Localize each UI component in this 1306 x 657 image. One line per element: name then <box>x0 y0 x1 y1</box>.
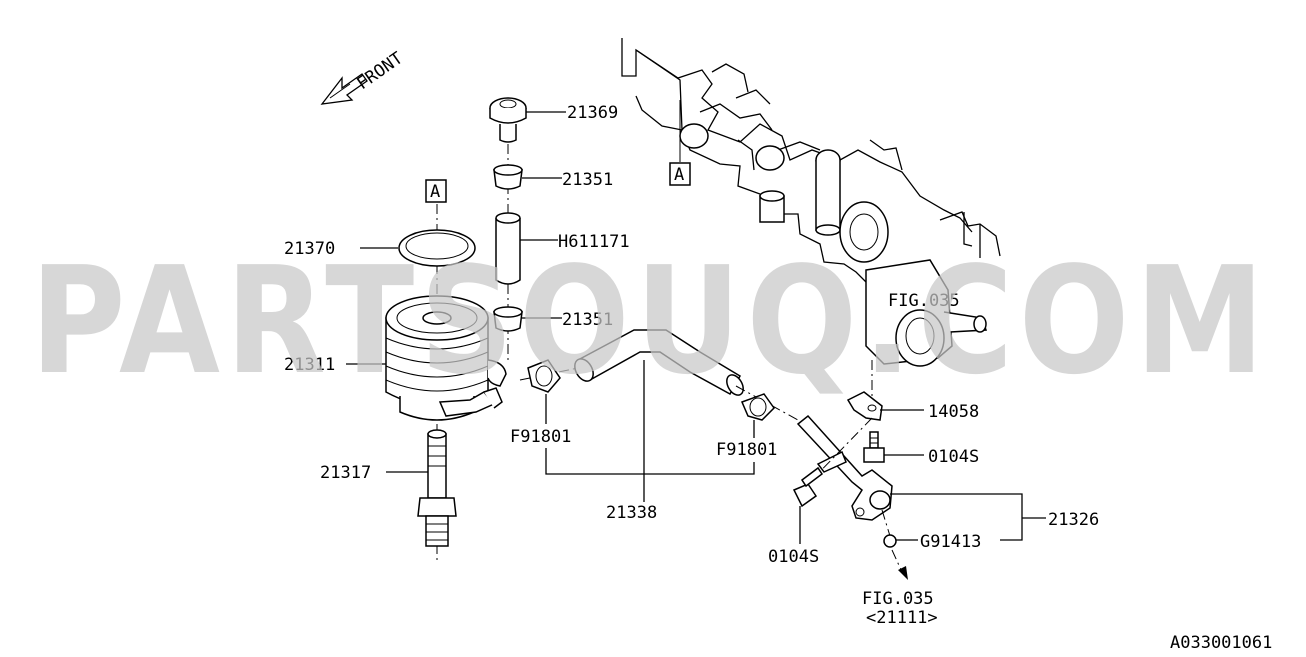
fig-ref-top-label: FIG.035 <box>888 291 960 311</box>
label-g91413: G91413 <box>920 532 981 552</box>
fig-ref-bottom-label: FIG.035 <box>862 589 934 609</box>
label-0104s-bottom: 0104S <box>768 547 819 567</box>
oil-cooler-21311 <box>385 295 507 421</box>
label-f91801-left: F91801 <box>510 427 571 447</box>
bolt-0104s-right <box>863 431 885 463</box>
hose-h611171 <box>495 212 521 285</box>
connector-21317 <box>417 429 457 547</box>
label-14058: 14058 <box>928 402 979 422</box>
bracket-21338 <box>545 448 755 475</box>
label-21370: 21370 <box>284 239 335 259</box>
clamp-f91801-left <box>527 359 561 393</box>
front-label: FRONT <box>353 48 406 94</box>
clamp-21351-top <box>493 164 523 190</box>
fig-ref-bottom-line <box>891 549 903 573</box>
watermark: PARTSOUQ.COM <box>30 235 1270 407</box>
label-f91801-right: F91801 <box>716 440 777 460</box>
gasket-g91413 <box>883 534 897 548</box>
fig-ref-bottom-arrow-icon <box>898 566 908 580</box>
bolt-0104s-bottom <box>792 466 824 508</box>
ref-box-cooler <box>425 179 447 203</box>
plug-21369 <box>489 97 527 143</box>
fig-ref-bottom-sub-label: <21111> <box>866 608 938 628</box>
label-21338: 21338 <box>606 503 657 523</box>
engine-block-drawing <box>621 38 1001 287</box>
label-21351-top: 21351 <box>562 170 613 190</box>
label-0104s-right: 0104S <box>928 447 979 467</box>
hose-21338 <box>574 329 744 396</box>
oil-filter-housing-drawing <box>839 201 988 404</box>
ref-box-engine <box>669 162 691 186</box>
label-h611171: H611171 <box>558 232 630 252</box>
gasket-centerline <box>881 509 891 537</box>
label-21369: 21369 <box>567 103 618 123</box>
label-21326: 21326 <box>1048 510 1099 530</box>
diagram-id: A033001061 <box>1170 633 1272 653</box>
label-21351-bottom: 21351 <box>562 310 613 330</box>
front-arrow-icon <box>320 73 368 105</box>
o-ring-21370 <box>398 229 476 267</box>
clamp-21351-bottom <box>493 306 523 332</box>
label-21317: 21317 <box>320 463 371 483</box>
label-21311: 21311 <box>284 355 335 375</box>
bracket-21326 <box>890 493 1023 541</box>
ref-box-cooler-label: A <box>430 182 440 202</box>
clamp-f91801-right <box>740 393 775 421</box>
ref-box-engine-label: A <box>674 165 684 185</box>
